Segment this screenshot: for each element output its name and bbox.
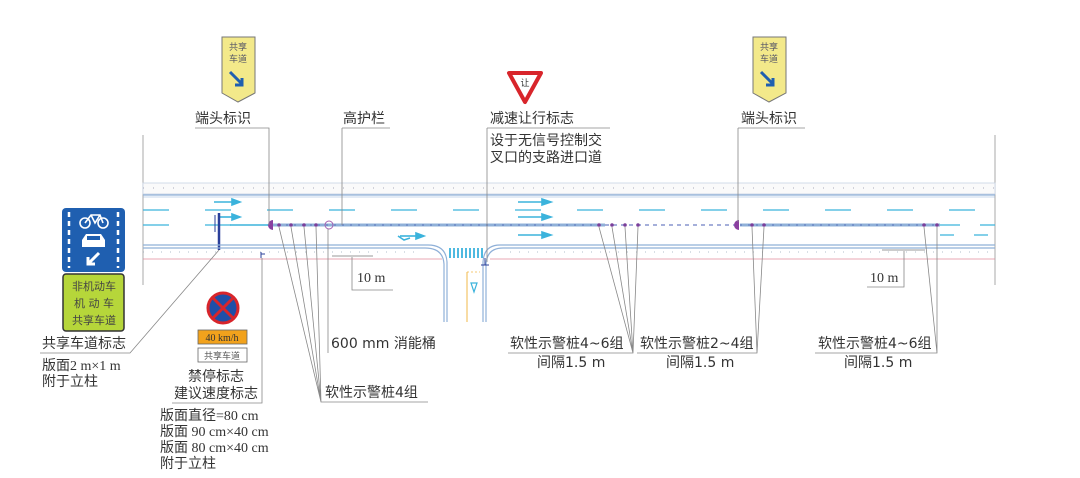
svg-text:版面 80 cm×40 cm: 版面 80 cm×40 cm [160,440,269,456]
crosswalk [449,248,483,258]
end-marker-right [734,220,739,230]
crash-cushion [324,220,334,230]
no-parking-sign [206,291,240,325]
label-posts-4: 软性示警桩4组 [325,384,418,401]
svg-text:版面2 m×1 m: 版面2 m×1 m [42,358,121,374]
label-crash-cushion: 600 mm 消能桶 [331,336,436,352]
flexible-posts [277,223,939,227]
svg-text:间隔1.5 m: 间隔1.5 m [666,355,734,371]
lane-arrows [214,197,554,241]
svg-text:10 m: 10 m [357,271,386,286]
yield-sign: 让 [507,71,543,104]
label-yield-sign: 减速让行标志 [490,111,574,127]
car-icon [82,234,105,247]
svg-text:间隔1.5 m: 间隔1.5 m [537,355,605,371]
shared-lane-plate [197,347,248,363]
label-end-marker-right: 端头标识 [741,111,797,127]
label-no-parking: 禁停标志 [188,368,244,385]
label-end-marker-left: 端头标识 [195,111,251,127]
end-marker-sign-left: 共享 车道 [221,36,256,103]
svg-text:40 km/h: 40 km/h [205,333,238,344]
yield-sign-pole [481,258,489,266]
speed-advisory-sign [197,329,248,345]
label-posts-b: 软性示警桩2~4组 [640,335,754,352]
end-marker-sign-right: 共享 车道 [752,36,787,103]
svg-text:共享车道: 共享车道 [204,350,240,362]
label-speed-advisory: 建议速度标志 [174,386,258,402]
arrow-down-right-icon [759,70,775,87]
svg-text:非机动车: 非机动车 [72,279,116,293]
svg-text:共享: 共享 [229,41,247,53]
svg-text:车道: 车道 [760,53,778,65]
svg-text:机 动 车: 机 动 车 [74,296,114,310]
svg-text:间隔1.5 m: 间隔1.5 m [844,355,912,371]
label-high-guardrail: 高护栏 [343,110,385,127]
bicycle-icon [79,214,109,229]
dimension-10m-right: 10 m [867,249,925,288]
svg-text:附于立柱: 附于立柱 [160,456,216,472]
arrow-down-right-icon [228,70,244,87]
no-parking-pole [260,252,265,258]
svg-text:版面直径=80 cm: 版面直径=80 cm [160,407,259,424]
dimension-10m-left: 10 m [332,255,393,291]
label-posts-a: 软性示警桩4~6组 [510,335,624,352]
upper-sidewalk [142,182,996,198]
label-shared-sign: 共享车道标志 [42,335,126,352]
svg-text:版面 90 cm×40 cm: 版面 90 cm×40 cm [160,424,269,440]
svg-text:车道: 车道 [229,53,247,65]
svg-text:附于立柱: 附于立柱 [42,374,98,390]
shared-lane-sign: 非机动车 机 动 车 共享车道 [62,208,125,332]
svg-text:10 m: 10 m [870,271,899,286]
svg-text:让: 让 [520,78,529,89]
lower-road-edge [143,244,995,322]
yield-triangle-marking [470,282,478,294]
label-posts-c: 软性示警桩4~6组 [818,335,932,352]
svg-text:共享: 共享 [760,41,778,53]
svg-text:叉口的支路进口道: 叉口的支路进口道 [490,150,602,166]
svg-text:设于无信号控制交: 设于无信号控制交 [490,132,602,149]
arrow-down-left-icon [86,251,101,266]
svg-text:共享车道: 共享车道 [72,313,116,327]
